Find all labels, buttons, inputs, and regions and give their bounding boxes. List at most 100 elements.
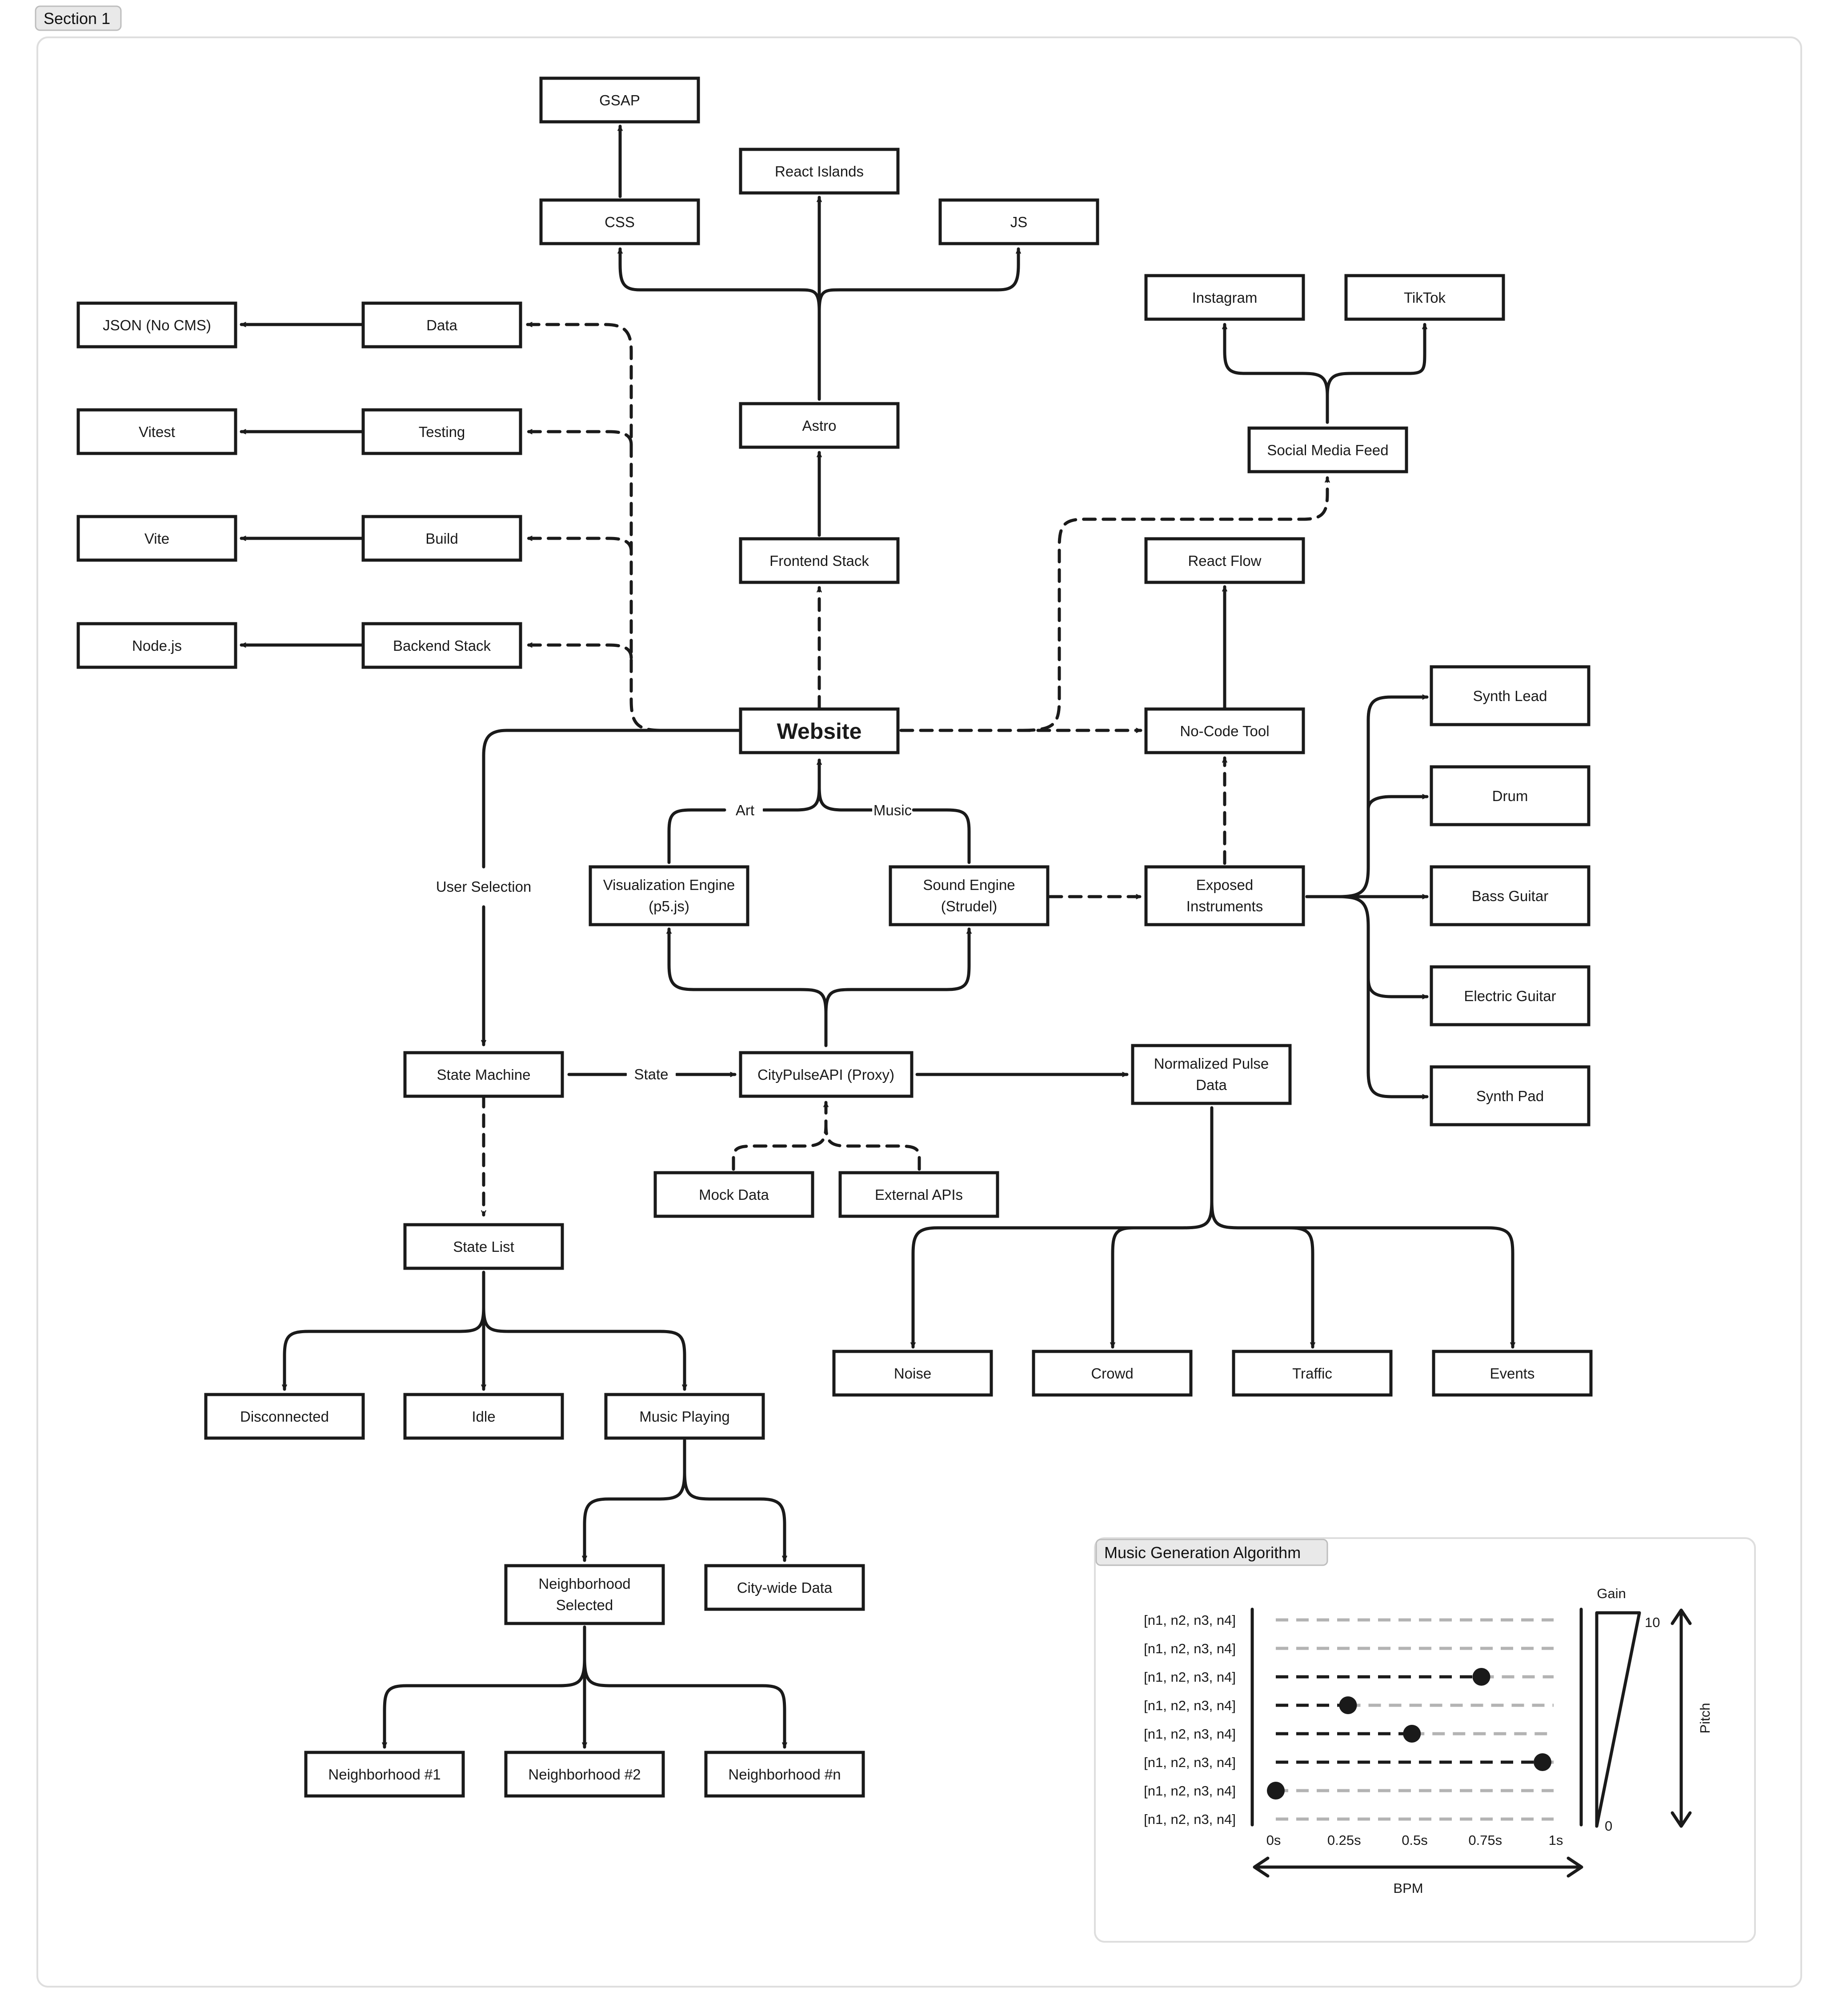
node-label-line-2: Selected	[556, 1597, 613, 1613]
node-drum[interactable]: Drum	[1430, 765, 1591, 826]
node-nodejs[interactable]: Node.js	[76, 622, 237, 669]
node-vite[interactable]: Vite	[76, 515, 237, 562]
edge-website-statemachine	[482, 729, 740, 869]
node-neighborhood-1[interactable]: Neighborhood #1	[304, 1751, 465, 1798]
node-noise[interactable]: Noise	[832, 1350, 993, 1397]
edge-musicplaying-citywide	[683, 1470, 787, 1562]
node-electric-guitar[interactable]: Electric Guitar	[1430, 965, 1591, 1026]
node-tiktok[interactable]: TikTok	[1344, 274, 1505, 321]
edge-neighborhood-1	[382, 1656, 586, 1749]
node-testing[interactable]: Testing	[361, 408, 522, 455]
node-vitest[interactable]: Vitest	[76, 408, 237, 455]
node-label: CityPulseAPI (Proxy)	[757, 1066, 894, 1083]
node-neighborhood-n[interactable]: Neighborhood #n	[704, 1751, 865, 1798]
node-label: Neighborhood #2	[528, 1766, 641, 1783]
note-marker[interactable]	[1534, 1753, 1551, 1771]
node-neighborhood-selected[interactable]: Neighborhood Selected	[504, 1564, 665, 1625]
node-traffic[interactable]: Traffic	[1232, 1350, 1393, 1397]
node-js[interactable]: JS	[938, 198, 1099, 245]
node-label: Electric Guitar	[1464, 988, 1556, 1004]
node-gsap[interactable]: GSAP	[539, 76, 700, 124]
edge-pulse-noise	[910, 1106, 1214, 1349]
node-label: Testing	[419, 424, 465, 440]
node-backend-stack[interactable]: Backend Stack	[361, 622, 522, 669]
section-1-tab[interactable]: Section 1	[35, 5, 122, 31]
node-json-no-cms[interactable]: JSON (No CMS)	[76, 301, 237, 349]
section-1-title: Section 1	[44, 9, 110, 28]
node-label: GSAP	[599, 92, 640, 108]
node-external-apis[interactable]: External APIs	[838, 1171, 999, 1218]
edge-statelist-disconnected	[282, 1305, 485, 1391]
node-react-flow[interactable]: React Flow	[1144, 537, 1305, 584]
node-label: Neighborhood #1	[328, 1766, 441, 1783]
node-label-line-1: Sound Engine	[923, 877, 1015, 893]
bpm-label: BPM	[1393, 1880, 1423, 1896]
node-label: Synth Lead	[1473, 688, 1547, 704]
node-label: Bass Guitar	[1472, 888, 1548, 904]
edge-statelist-musicplaying	[482, 1305, 687, 1391]
node-instagram[interactable]: Instagram	[1144, 274, 1305, 321]
edge-external-api	[824, 1123, 921, 1171]
node-label-line-1: Neighborhood	[538, 1575, 630, 1592]
node-label: Build	[425, 530, 458, 547]
row-label: [n1, n2, n3, n4]	[1144, 1698, 1236, 1713]
pitch-arrow-bottom-head	[1671, 1811, 1692, 1828]
node-visualization-engine[interactable]: Visualization Engine (p5.js)	[589, 865, 749, 926]
node-neighborhood-2[interactable]: Neighborhood #2	[504, 1751, 665, 1798]
row-label: [n1, n2, n3, n4]	[1144, 1612, 1236, 1628]
edge-viz-website	[667, 808, 726, 864]
edge-label-state: State	[634, 1066, 668, 1082]
note-marker[interactable]	[1403, 1725, 1421, 1743]
algorithm-tab[interactable]: Music Generation Algorithm	[1095, 1539, 1328, 1566]
node-label: Astro	[802, 417, 836, 434]
node-astro[interactable]: Astro	[739, 402, 900, 449]
gain-triangle	[1595, 1611, 1641, 1828]
edge-api-sound	[824, 927, 972, 1015]
node-synth-lead[interactable]: Synth Lead	[1430, 665, 1591, 726]
node-label: Vite	[144, 530, 169, 547]
node-bass-guitar[interactable]: Bass Guitar	[1430, 865, 1591, 926]
edge-label-art: Art	[736, 802, 754, 818]
node-state-machine[interactable]: State Machine	[403, 1051, 564, 1098]
node-build[interactable]: Build	[361, 515, 522, 562]
node-synth-pad[interactable]: Synth Pad	[1430, 1065, 1591, 1126]
node-idle[interactable]: Idle	[403, 1393, 564, 1440]
node-social-media-feed[interactable]: Social Media Feed	[1247, 426, 1408, 473]
node-normalized-pulse-data[interactable]: Normalized Pulse Data	[1131, 1044, 1292, 1105]
node-disconnected[interactable]: Disconnected	[204, 1393, 365, 1440]
node-crowd[interactable]: Crowd	[1032, 1350, 1193, 1397]
time-tick-label: 1s	[1549, 1832, 1563, 1848]
node-label: Synth Pad	[1476, 1088, 1544, 1104]
node-state-list[interactable]: State List	[403, 1223, 564, 1270]
edge-mock-api	[732, 1101, 829, 1171]
edge-website-trunk	[526, 322, 740, 732]
note-marker[interactable]	[1472, 1668, 1490, 1686]
node-music-playing[interactable]: Music Playing	[604, 1393, 765, 1440]
node-css[interactable]: CSS	[539, 198, 700, 245]
node-label: External APIs	[875, 1186, 963, 1203]
node-citypulse-api[interactable]: CityPulseAPI (Proxy)	[739, 1051, 913, 1098]
note-marker[interactable]	[1267, 1782, 1285, 1800]
node-website[interactable]: Website	[739, 707, 900, 754]
algorithm-rows: [n1, n2, n3, n4] [n1, n2, n3, n4] [n1, n2,…	[1144, 1612, 1554, 1827]
node-data[interactable]: Data	[361, 301, 522, 349]
node-mock-data[interactable]: Mock Data	[653, 1171, 814, 1218]
node-no-code-tool[interactable]: No-Code Tool	[1144, 707, 1305, 754]
row-label: [n1, n2, n3, n4]	[1144, 1726, 1236, 1742]
node-frontend-stack[interactable]: Frontend Stack	[739, 537, 900, 584]
node-react-islands[interactable]: React Islands	[739, 148, 900, 195]
node-sound-engine[interactable]: Sound Engine (Strudel)	[889, 865, 1050, 926]
node-exposed-instruments[interactable]: Exposed Instruments	[1144, 865, 1305, 926]
edge-inst-synthpad	[1366, 976, 1429, 1099]
row-label: [n1, n2, n3, n4]	[1144, 1641, 1236, 1656]
node-events[interactable]: Events	[1432, 1350, 1593, 1397]
edge-social-tiktok	[1326, 323, 1427, 397]
node-label: Crowd	[1091, 1365, 1133, 1382]
node-label: JSON (No CMS)	[103, 317, 211, 333]
node-label: Music Playing	[639, 1408, 730, 1425]
row-label: [n1, n2, n3, n4]	[1144, 1783, 1236, 1799]
node-label: Instagram	[1192, 289, 1258, 306]
node-city-wide-data[interactable]: City-wide Data	[704, 1564, 865, 1611]
node-label: Drum	[1492, 788, 1528, 804]
note-marker[interactable]	[1339, 1696, 1357, 1714]
